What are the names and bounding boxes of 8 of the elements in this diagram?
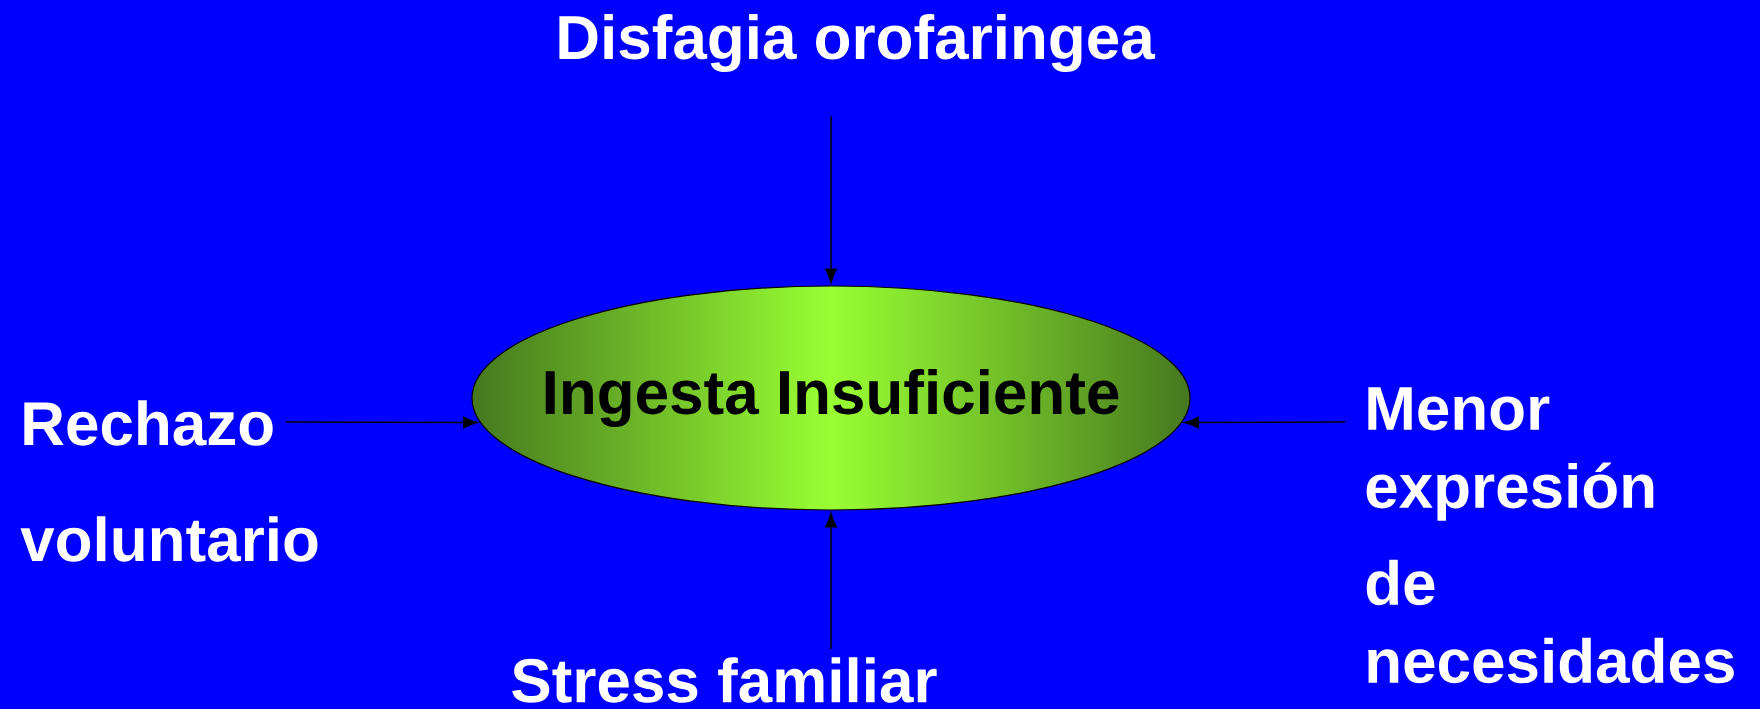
arrow xyxy=(825,115,837,284)
arrow xyxy=(1184,416,1346,429)
arrow xyxy=(825,512,837,650)
arrow xyxy=(285,416,478,429)
label-text: Stress familiar xyxy=(512,657,937,703)
label-text: Menor expresión de necesidades xyxy=(1366,387,1734,684)
label-text: Rechazo voluntario xyxy=(20,400,318,562)
label-text: Disfagia orofaringea xyxy=(559,13,1156,73)
